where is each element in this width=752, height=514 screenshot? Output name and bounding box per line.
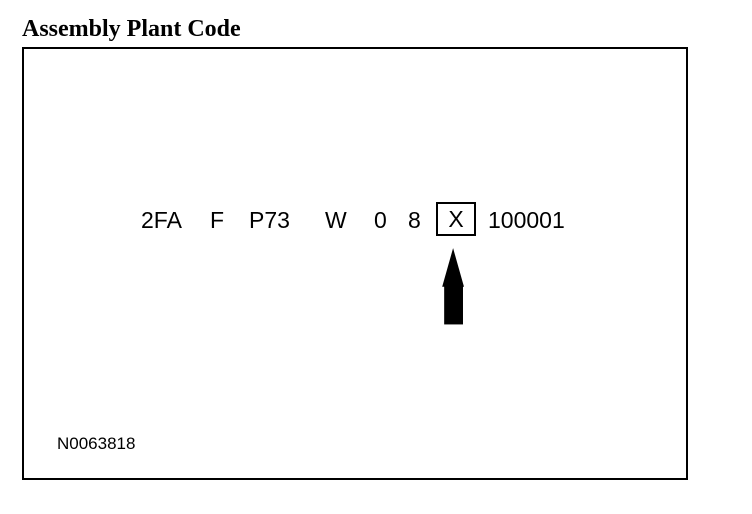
- vin-segment-wmi: 2FA: [141, 207, 182, 233]
- vin-segment-assembly-plant-highlighted: X: [436, 202, 476, 236]
- vin-segment-check-digit: 0: [374, 207, 387, 233]
- vin-segment-engine: W: [325, 207, 347, 233]
- vin-segment-model-year: 8: [408, 207, 421, 233]
- vin-code-row: 2FA F P73 W 0 8 X 100001: [24, 49, 686, 478]
- vin-segment-serial: 100001: [488, 207, 565, 233]
- figure-number: N0063818: [57, 434, 136, 453]
- vin-segment-line-series-body: P73: [249, 207, 290, 233]
- diagram-frame: 2FA F P73 W 0 8 X 100001 N0063818: [22, 47, 688, 480]
- diagram-title: Assembly Plant Code: [22, 16, 241, 42]
- vin-segment-restraint: F: [210, 207, 225, 233]
